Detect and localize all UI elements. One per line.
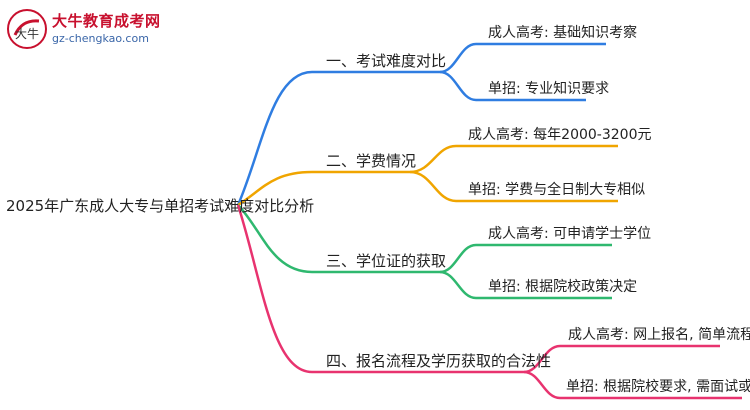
connector-branch-4 — [236, 204, 313, 374]
branch-label-2: 二、学费情况 — [326, 152, 417, 170]
leaf-label-4-2: 单招: 根据院校要求, 需面试或笔试 — [566, 379, 750, 395]
connector-leaf-2-2 — [409, 170, 457, 203]
connector-leaf-1-2 — [439, 70, 477, 102]
connector-branch-2 — [237, 170, 313, 207]
branch-label-1: 一、考试难度对比 — [326, 52, 447, 70]
site-logo: 大牛 大牛教育成考网 gz-chengkao.com — [6, 8, 196, 52]
site-url: gz-chengkao.com — [52, 32, 149, 45]
logo-mark-icon: 大牛 — [7, 9, 47, 49]
branch-label-3: 三、学位证的获取 — [326, 252, 447, 270]
leaf-label-1-2: 单招: 专业知识要求 — [488, 81, 610, 97]
svg-text:大牛: 大牛 — [15, 26, 39, 41]
connector-branch-3 — [237, 204, 313, 274]
leaf-label-3-2: 单招: 根据院校政策决定 — [488, 279, 638, 295]
connector-leaf-1-1 — [439, 42, 477, 74]
leaf-label-1-1: 成人高考: 基础知识考察 — [488, 25, 638, 41]
connector-leaf-2-1 — [409, 144, 457, 174]
leaf-label-4-1: 成人高考: 网上报名, 简单流程 — [568, 327, 750, 343]
site-name: 大牛教育成考网 — [52, 12, 161, 30]
leaf-label-3-1: 成人高考: 可申请学士学位 — [488, 226, 652, 242]
leaf-label-2-1: 成人高考: 每年2000-3200元 — [468, 127, 652, 143]
root-topic: 2025年广东成人大专与单招考试难度对比分析 — [6, 197, 315, 215]
connector-leaf-4-2 — [523, 370, 561, 400]
connector-leaf-3-2 — [439, 270, 477, 300]
leaf-label-2-2: 单招: 学费与全日制大专相似 — [468, 182, 646, 198]
connector-branch-1 — [236, 70, 313, 206]
branch-label-4: 四、报名流程及学历获取的合法性 — [326, 352, 552, 370]
